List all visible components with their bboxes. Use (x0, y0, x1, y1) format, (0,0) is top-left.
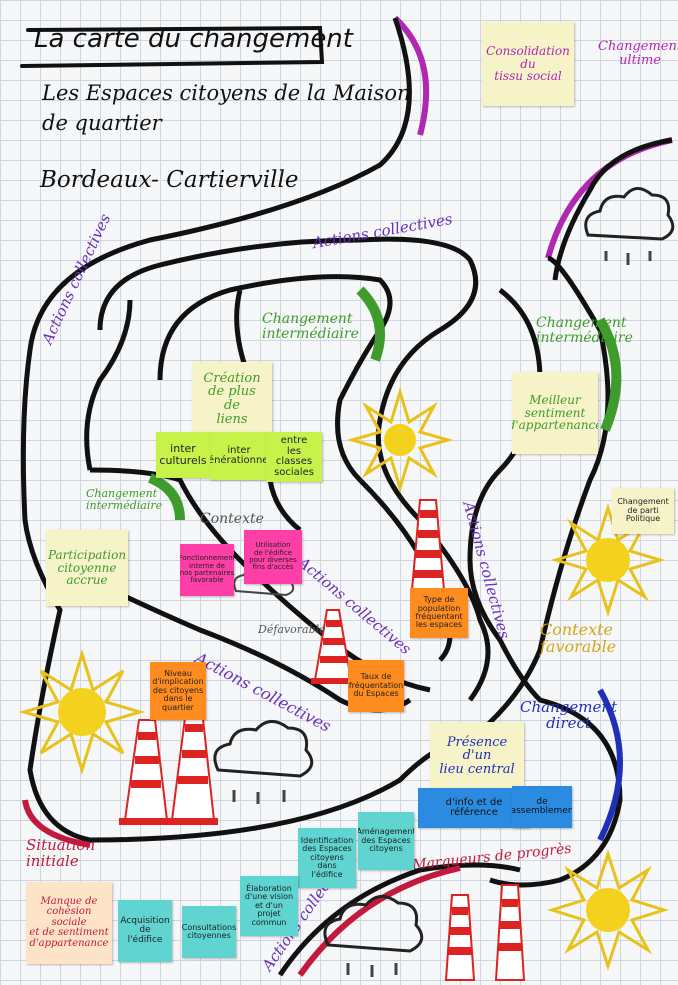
situation-accent (22, 799, 91, 848)
note-elaboration: Élaboration d'une vision et d'un projet … (240, 876, 298, 936)
road-bottom (277, 862, 521, 977)
road-inner-c (84, 299, 133, 471)
ultime-accent (392, 15, 430, 136)
sun-icon (18, 648, 146, 776)
traffic-cone-icon (311, 609, 355, 684)
map-subtitle-line1: Les Espaces citoyens de la Maison (42, 81, 411, 105)
title-underline (20, 25, 325, 68)
label-changement-inter-3: Changement intermédiaire (86, 487, 163, 512)
label-changement-ultime: Changement ultime (598, 39, 678, 68)
note-type-population: Type de population fréquentant les espac… (410, 588, 468, 638)
cloud-rain-icon (213, 720, 314, 804)
label-defavorable: Défavorable (258, 623, 326, 636)
sun-icon (346, 386, 454, 494)
note-creation-liens: Création de plus de liens (192, 362, 272, 436)
label-changement-inter-1: Changement intermédiaire (262, 311, 359, 342)
road-outer-right (552, 137, 673, 281)
note-amenagement: Aménagement des Espaces citoyens (358, 812, 414, 870)
map-place: Bordeaux- Cartierville (40, 167, 299, 193)
road-inner-a (97, 236, 491, 702)
label-changement-inter-2: Changement intermédiaire (536, 315, 633, 346)
note-changement-politique: Changement de parti Politique (612, 488, 674, 534)
traffic-cone-icon (119, 719, 171, 825)
sun-icon (546, 849, 670, 971)
cloud-rain-icon (584, 187, 675, 265)
note-meilleur-sentiment: Meilleur sentiment d'appartenance (512, 372, 598, 454)
note-consolidation: Consolidation du tissu social (482, 22, 574, 106)
note-fonctionnement: Fonctionnement interne de nos partenaire… (180, 544, 234, 596)
sun-icon (550, 502, 666, 618)
note-identification: Identification des Espaces citoyens dans… (298, 828, 356, 888)
bottom-red-accent (297, 865, 461, 977)
note-taux-frequentation: Taux de fréquentation du Espaces (348, 660, 404, 712)
note-rassemblement: de rassemblement (512, 786, 572, 828)
cloud-rain-icon (323, 895, 424, 977)
note-niveau-implication: Niveau d'implication des citoyens dans l… (150, 662, 206, 720)
direct-accent (597, 688, 623, 842)
label-situation-initiale: Situation initiale (26, 836, 96, 870)
label-contexte: Contexte (200, 511, 264, 527)
map-title: La carte du changement (34, 24, 353, 54)
label-changement-direct: Changement direct (520, 698, 618, 732)
green-accent-3 (595, 317, 622, 432)
note-manque: Manque de cohésion sociale et de sentime… (26, 882, 112, 964)
note-intergenerationnels: inter générationnels (210, 432, 268, 480)
map-subtitle-line2: de quartier (42, 111, 162, 135)
note-interculturels: inter culturels (156, 432, 210, 478)
note-info-reference: d'info et de référence (418, 788, 530, 828)
note-consultations: Consultations citoyennes (182, 906, 236, 958)
note-entre-classes: entre les classes sociales (266, 432, 322, 482)
note-participation: Participation citoyenne accrue (46, 530, 128, 606)
traffic-cone-icon (166, 709, 218, 825)
note-utilisation: Utilisation de l'édifice pour diverses f… (244, 530, 302, 584)
traffic-cone-icon (494, 884, 526, 981)
label-contexte-favorable: Contexte favorable (540, 620, 617, 656)
note-acquisition: Acquisition de l'édifice (118, 900, 172, 962)
traffic-cone-icon (444, 894, 476, 981)
note-presence: Présence d'un lieu central (430, 722, 524, 790)
green-accent-1 (356, 286, 385, 362)
green-accent-2 (147, 473, 185, 521)
